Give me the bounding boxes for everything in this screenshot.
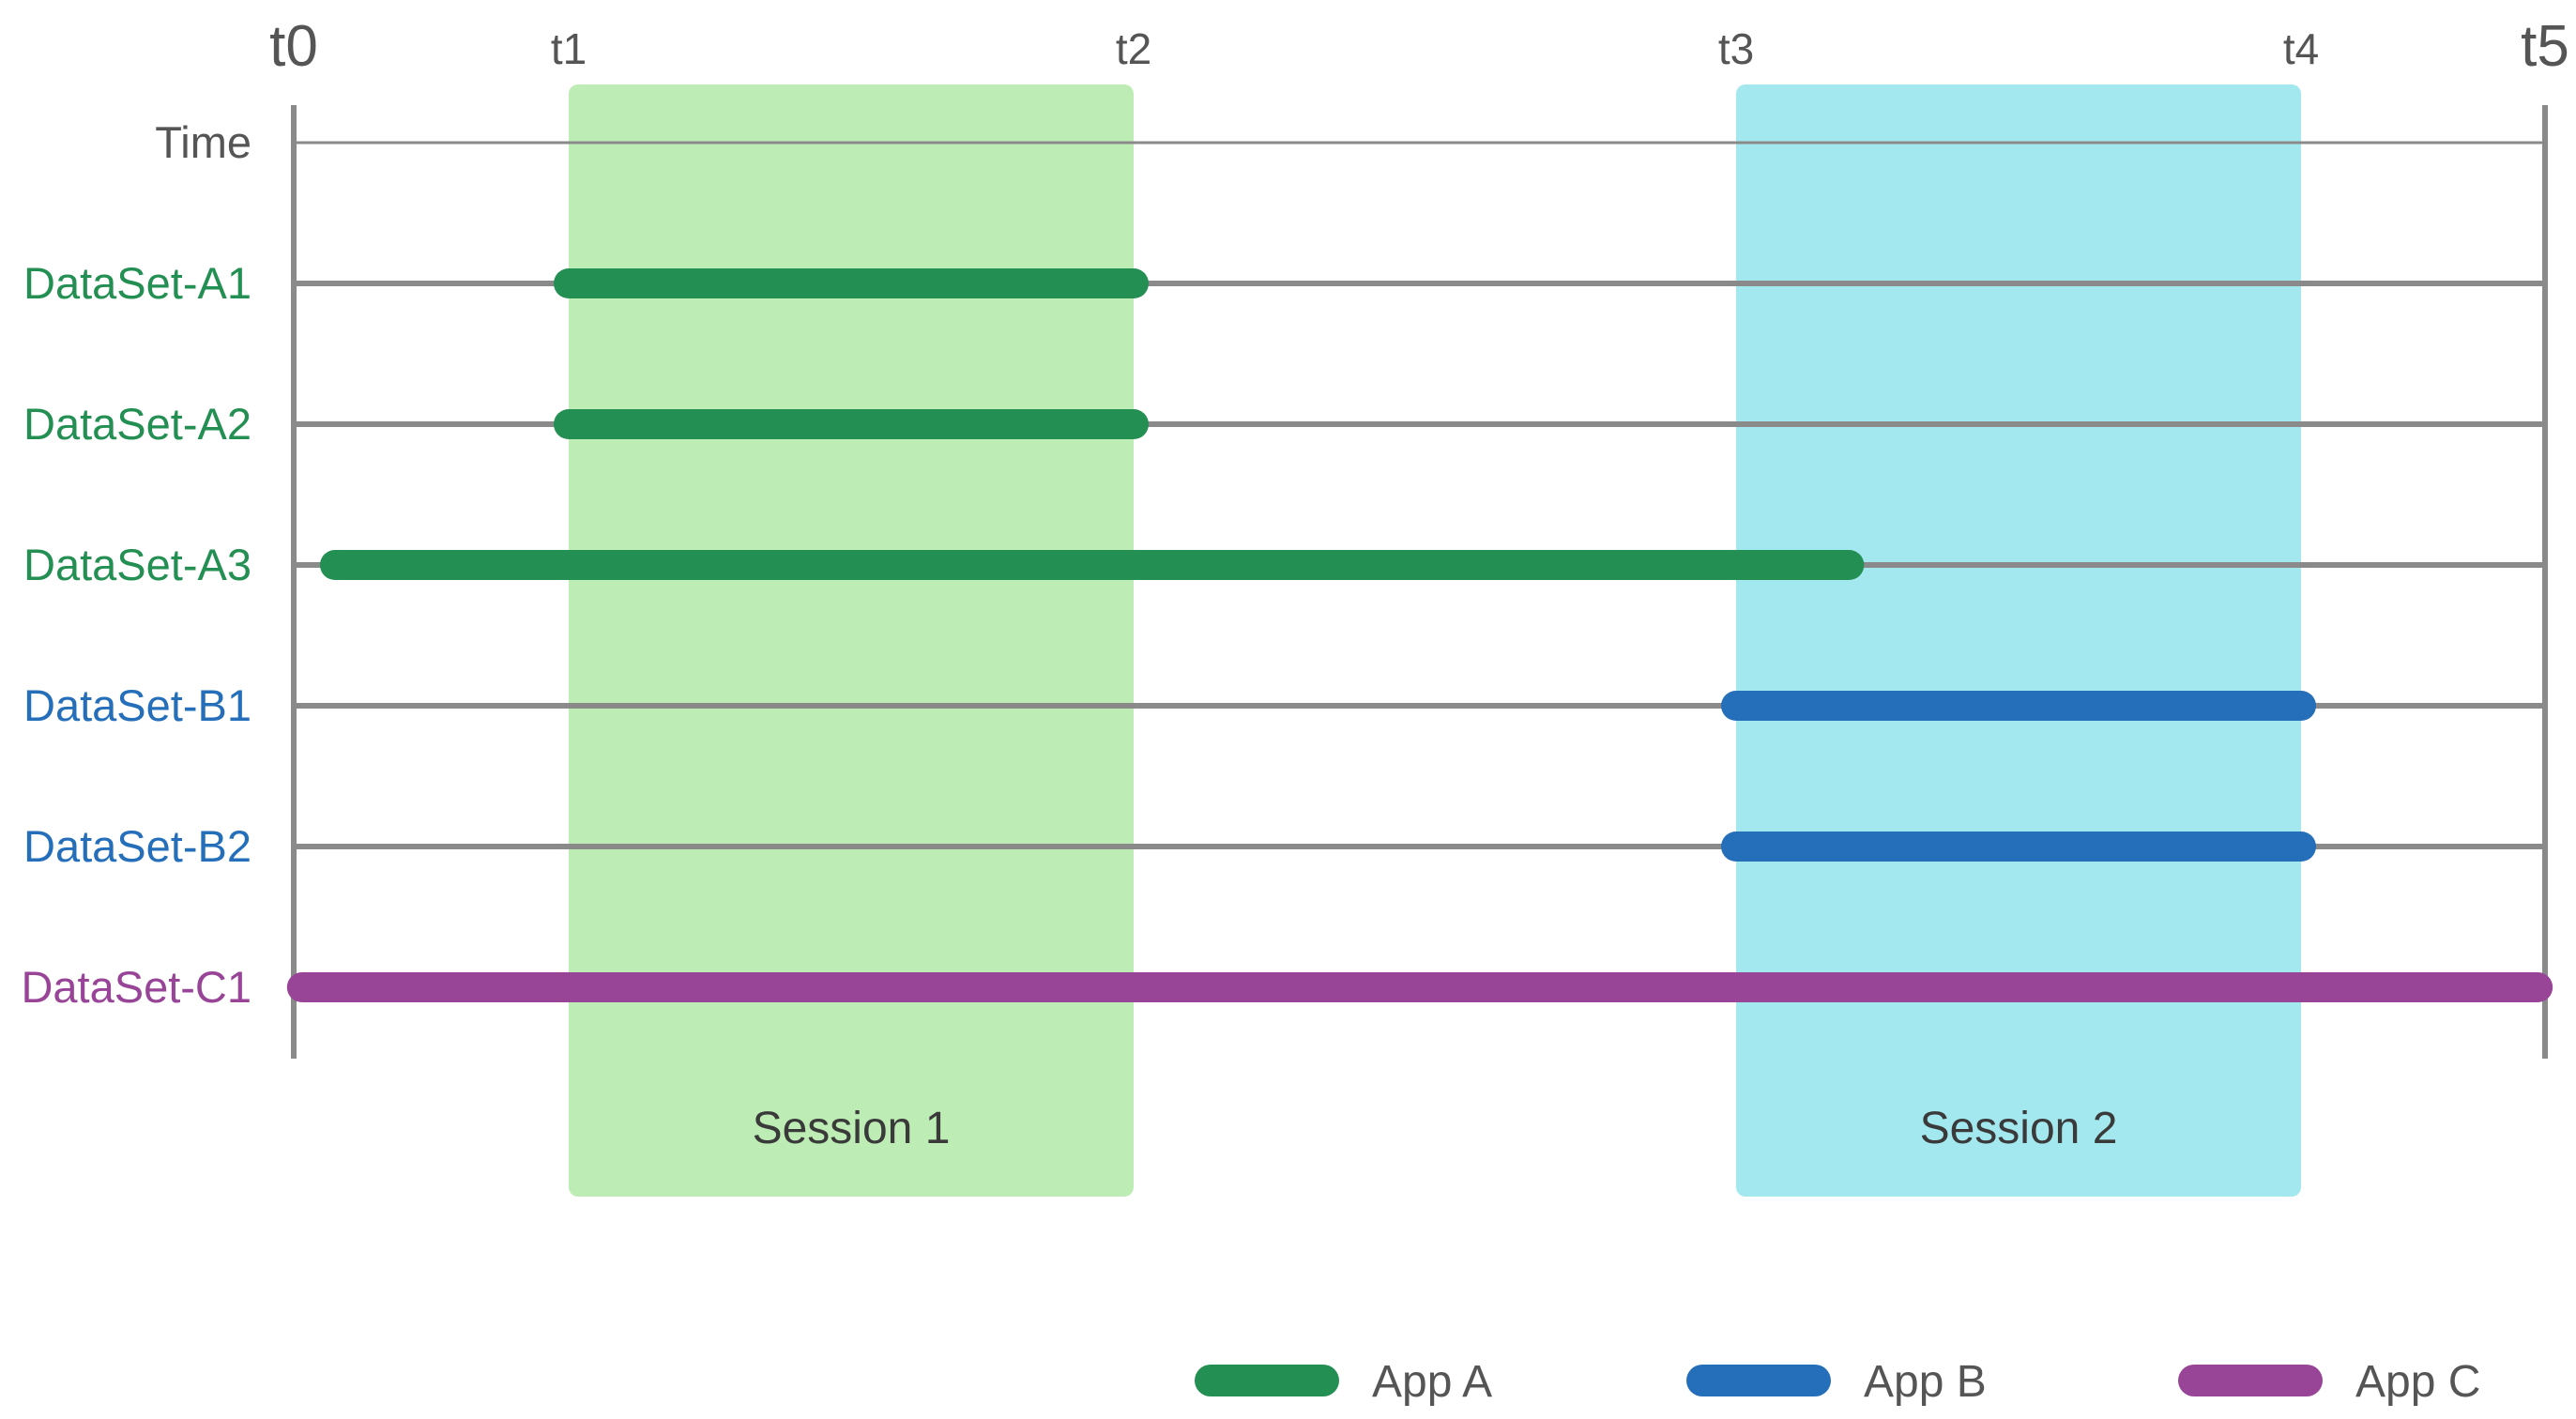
tick-label-t5: t5 [2521,14,2569,79]
tick-label-t2: t2 [1116,24,1151,73]
row-label-dataset-c1: DataSet-C1 [21,962,252,1012]
row-label-time: Time [155,117,252,167]
session-1-band [569,84,1134,1197]
tick-label-t0: t0 [269,14,318,79]
legend: App A App B App C [1195,1357,2480,1407]
session-2-band [1736,84,2301,1197]
row-label-dataset-b2: DataSet-B2 [23,821,252,871]
row-label-dataset-b1: DataSet-B1 [23,680,252,730]
tick-label-t1: t1 [551,24,587,73]
tick-label-t3: t3 [1718,24,1754,73]
tick-label-t4: t4 [2283,24,2319,73]
legend-label-app-b: App B [1864,1357,1987,1407]
legend-label-app-c: App C [2355,1357,2480,1407]
sessions-layer: Session 1 Session 2 [569,84,2301,1197]
row-label-dataset-a2: DataSet-A2 [23,399,252,449]
session-2-label: Session 2 [1920,1104,2118,1153]
labels-layer: TimeDataSet-A1DataSet-A2DataSet-A3DataSe… [21,117,252,1012]
row-label-dataset-a3: DataSet-A3 [23,540,252,589]
legend-label-app-a: App A [1372,1357,1492,1407]
row-label-dataset-a1: DataSet-A1 [23,258,252,308]
bars-layer [286,268,2553,1002]
session-1-label: Session 1 [753,1104,951,1153]
